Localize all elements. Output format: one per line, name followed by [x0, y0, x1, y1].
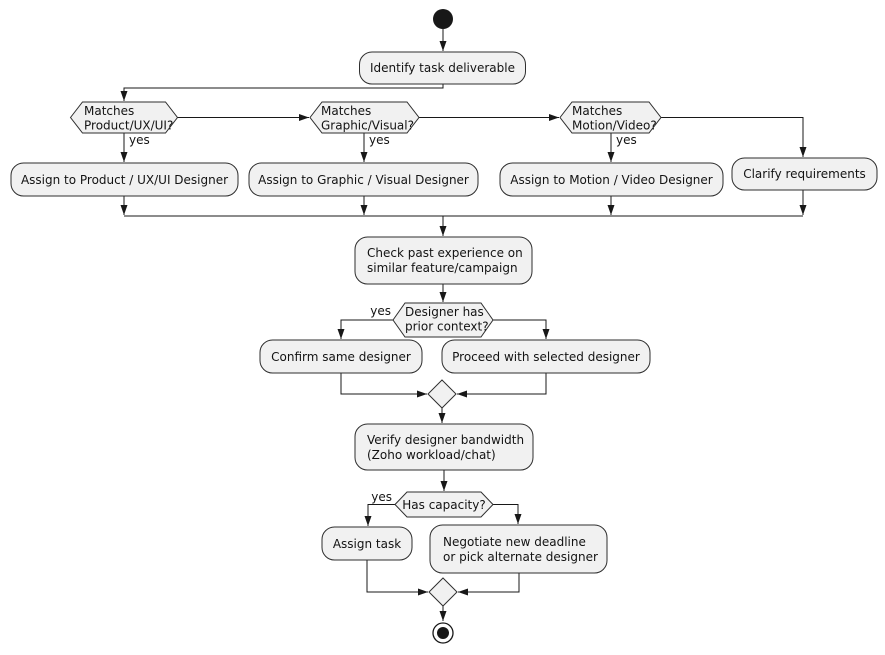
decision-context-line2: prior context? — [405, 320, 489, 334]
decision-motion: Matches Motion/Video? yes — [559, 101, 662, 147]
edge-context-yes-to-confirm — [337, 319, 393, 339]
end-node — [432, 622, 454, 644]
activity-identify-label: Identify task deliverable — [370, 61, 515, 75]
activity-negotiate-line2: or pick alternate designer — [443, 550, 598, 564]
decision-graphic-line1: Matches — [321, 104, 371, 118]
activity-clarify: Clarify requirements — [731, 157, 878, 191]
merge-diamond-1 — [427, 379, 457, 409]
decision-context: Designer has prior context? yes — [370, 302, 494, 338]
edge-capacity-no-to-negotiate — [493, 504, 522, 524]
activity-assign-product-label: Assign to Product / UX/UI Designer — [21, 173, 228, 187]
activity-verify-bandwidth-line2: (Zoho workload/chat) — [367, 448, 496, 462]
edge-proceed-to-merge1 — [457, 373, 547, 398]
activity-confirm-designer-label: Confirm same designer — [271, 350, 411, 364]
edge-context-no-to-proceed — [493, 319, 550, 339]
activity-assign-task: Assign task — [321, 526, 413, 561]
start-node — [433, 9, 453, 29]
decision-graphic-line2: Graphic/Visual? — [321, 119, 414, 133]
edge-decision-motion-to-clarify — [661, 117, 807, 157]
activity-assign-motion-label: Assign to Motion / Video Designer — [510, 173, 713, 187]
decision-capacity-yes-label: yes — [371, 490, 392, 504]
edge-confirm-to-merge1 — [340, 373, 427, 398]
decision-motion-line1: Matches — [572, 104, 622, 118]
connectors — [120, 29, 807, 621]
activity-check-experience-line2: similar feature/campaign — [367, 261, 518, 275]
activity-proceed-designer: Proceed with selected designer — [441, 339, 651, 374]
decision-context-line1: Designer has — [405, 305, 484, 319]
edge-assign-task-to-merge2 — [366, 560, 428, 596]
activity-check-experience: Check past experience on similar feature… — [354, 236, 533, 285]
activity-confirm-designer: Confirm same designer — [259, 339, 423, 374]
activity-negotiate: Negotiate new deadline or pick alternate… — [429, 524, 608, 574]
decision-product-line2: Product/UX/UI? — [84, 119, 173, 133]
activity-assign-task-label: Assign task — [333, 537, 401, 551]
decision-context-yes-label: yes — [370, 304, 391, 318]
merge-diamond-2 — [428, 577, 458, 607]
decision-motion-line2: Motion/Video? — [572, 119, 657, 133]
activity-check-experience-line1: Check past experience on — [367, 246, 523, 260]
edge-identify-to-decision-product — [120, 84, 444, 101]
activity-identify: Identify task deliverable — [359, 51, 526, 85]
activity-proceed-designer-label: Proceed with selected designer — [452, 350, 640, 364]
decision-capacity: Has capacity? yes — [371, 490, 494, 518]
activity-negotiate-line1: Negotiate new deadline — [443, 535, 586, 549]
activity-verify-bandwidth: Verify designer bandwidth (Zoho workload… — [354, 423, 534, 471]
edge-negotiate-to-merge2 — [458, 573, 520, 596]
decision-graphic-yes-label: yes — [369, 133, 390, 147]
decision-graphic: Matches Graphic/Visual? yes — [309, 101, 420, 147]
activity-assign-graphic-label: Assign to Graphic / Visual Designer — [258, 173, 469, 187]
decision-product-yes-label: yes — [129, 133, 150, 147]
decision-product-line1: Matches — [84, 104, 134, 118]
activity-verify-bandwidth-line1: Verify designer bandwidth — [367, 433, 524, 447]
activity-assign-product: Assign to Product / UX/UI Designer — [10, 162, 239, 197]
decision-product: Matches Product/UX/UI? yes — [69, 101, 179, 147]
decision-motion-yes-label: yes — [616, 133, 637, 147]
decision-capacity-label: Has capacity? — [402, 498, 485, 512]
activity-assign-motion: Assign to Motion / Video Designer — [499, 162, 724, 197]
activity-assign-graphic: Assign to Graphic / Visual Designer — [248, 162, 479, 197]
edge-capacity-yes-to-assign-task — [364, 504, 395, 526]
activity-clarify-label: Clarify requirements — [743, 167, 866, 181]
